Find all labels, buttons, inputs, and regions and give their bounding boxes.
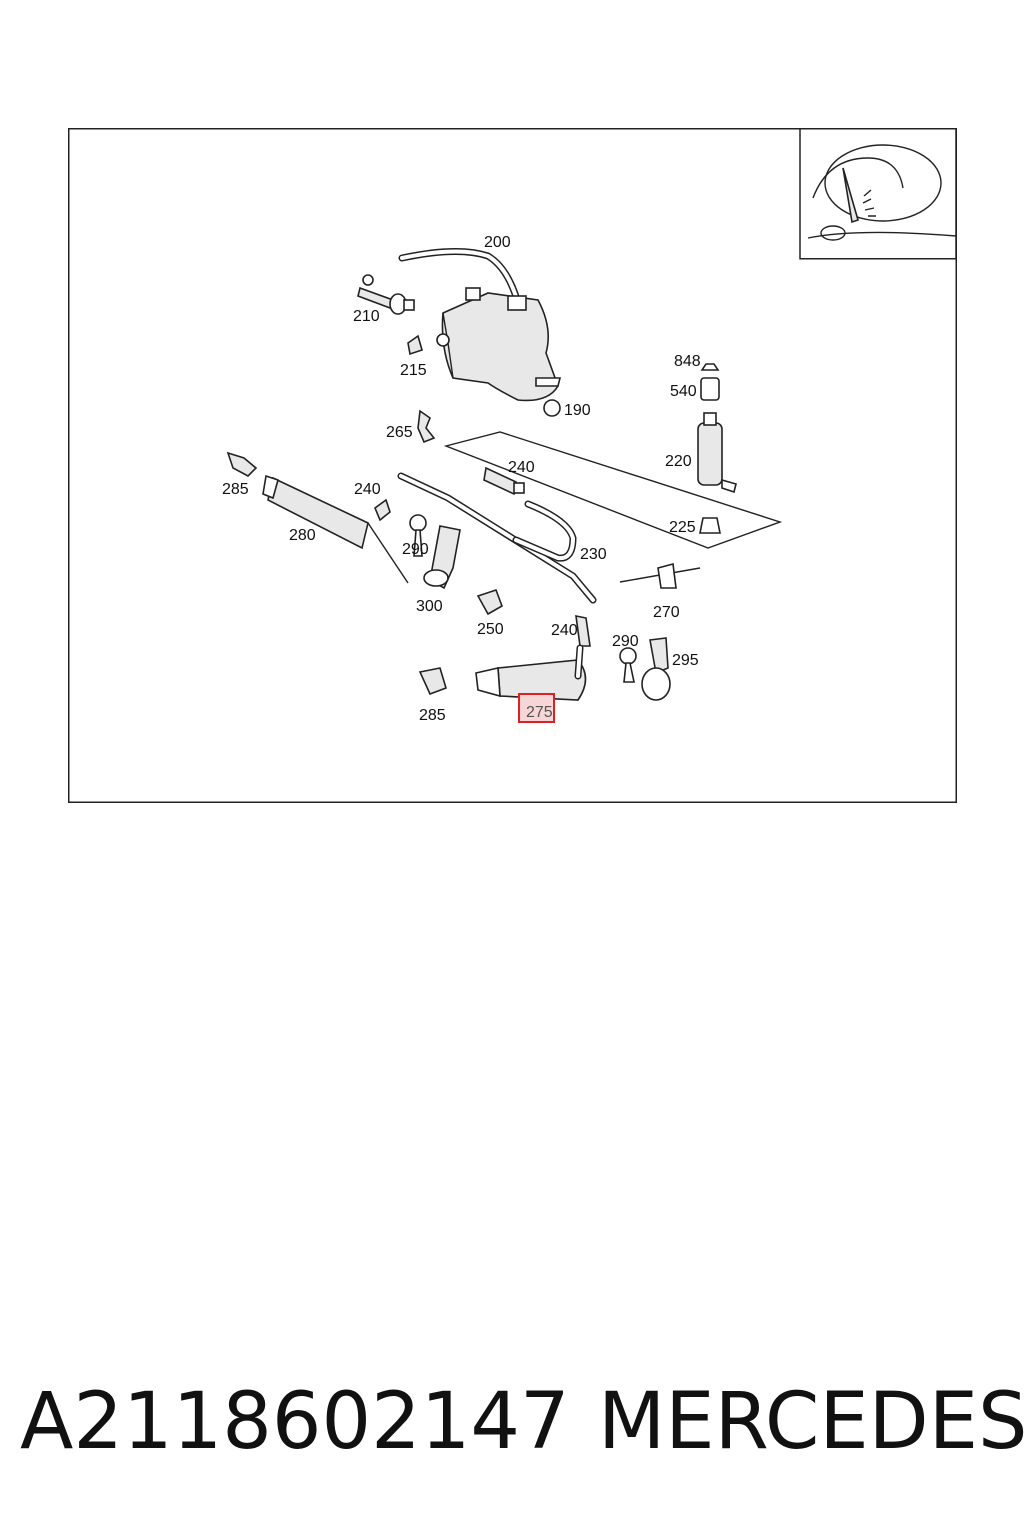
- clip-270: [619, 562, 701, 589]
- group-outline: [443, 431, 783, 549]
- label-275[interactable]: 275: [526, 704, 553, 721]
- nozzle-210: [357, 274, 415, 315]
- bracket-295: [641, 637, 671, 701]
- label-230: 230: [580, 546, 607, 563]
- filler-tube-200: [398, 248, 522, 307]
- label-540: 540: [670, 383, 697, 400]
- label-250: 250: [477, 621, 504, 638]
- label-240-left: 240: [354, 481, 381, 498]
- label-225: 225: [669, 519, 696, 536]
- bolt-290-left: [409, 514, 427, 557]
- fitting-285-upper: [226, 451, 258, 477]
- grommet-215: [407, 334, 423, 356]
- highlight-box-275[interactable]: [518, 693, 555, 723]
- label-200: 200: [484, 234, 511, 251]
- label-290-left: 290: [402, 541, 429, 558]
- bolt-290-right: [619, 647, 637, 683]
- footer: A2118602147 MERCEDES: [20, 1372, 1024, 1472]
- label-300: 300: [416, 598, 443, 615]
- label-285-upper: 285: [222, 481, 249, 498]
- bracket-300: [423, 525, 461, 590]
- inset-car-thumbnail: [799, 128, 957, 260]
- parts-diagram: 200 210 215 190 848 540 265 240 220 285 …: [68, 128, 957, 803]
- tpiece-250: [476, 588, 503, 616]
- label-220: 220: [665, 453, 692, 470]
- connector-240-lower: [575, 614, 591, 647]
- label-848: 848: [674, 353, 701, 370]
- label-265: 265: [386, 424, 413, 441]
- label-240-upper: 240: [508, 459, 535, 476]
- connector-240-upper: [483, 466, 525, 496]
- connector-240-left: [374, 498, 391, 522]
- hose-230: [397, 472, 597, 604]
- fitting-285-lower: [418, 667, 447, 696]
- clip-265: [417, 409, 436, 444]
- label-190: 190: [564, 402, 591, 419]
- brand-name: MERCEDES: [598, 1377, 1024, 1467]
- telescopic-nozzle-280: [262, 474, 409, 584]
- label-285-lower: 285: [419, 707, 446, 724]
- label-290-right: 290: [612, 633, 639, 650]
- pump-stack: [697, 363, 737, 534]
- label-240-lower: 240: [551, 622, 578, 639]
- part-number: A2118602147: [20, 1377, 570, 1467]
- label-270: 270: [653, 604, 680, 621]
- label-210: 210: [353, 308, 380, 325]
- telescopic-nozzle-275: [475, 644, 587, 701]
- label-295: 295: [672, 652, 699, 669]
- label-280: 280: [289, 527, 316, 544]
- washer-reservoir: [436, 287, 562, 417]
- label-215: 215: [400, 362, 427, 379]
